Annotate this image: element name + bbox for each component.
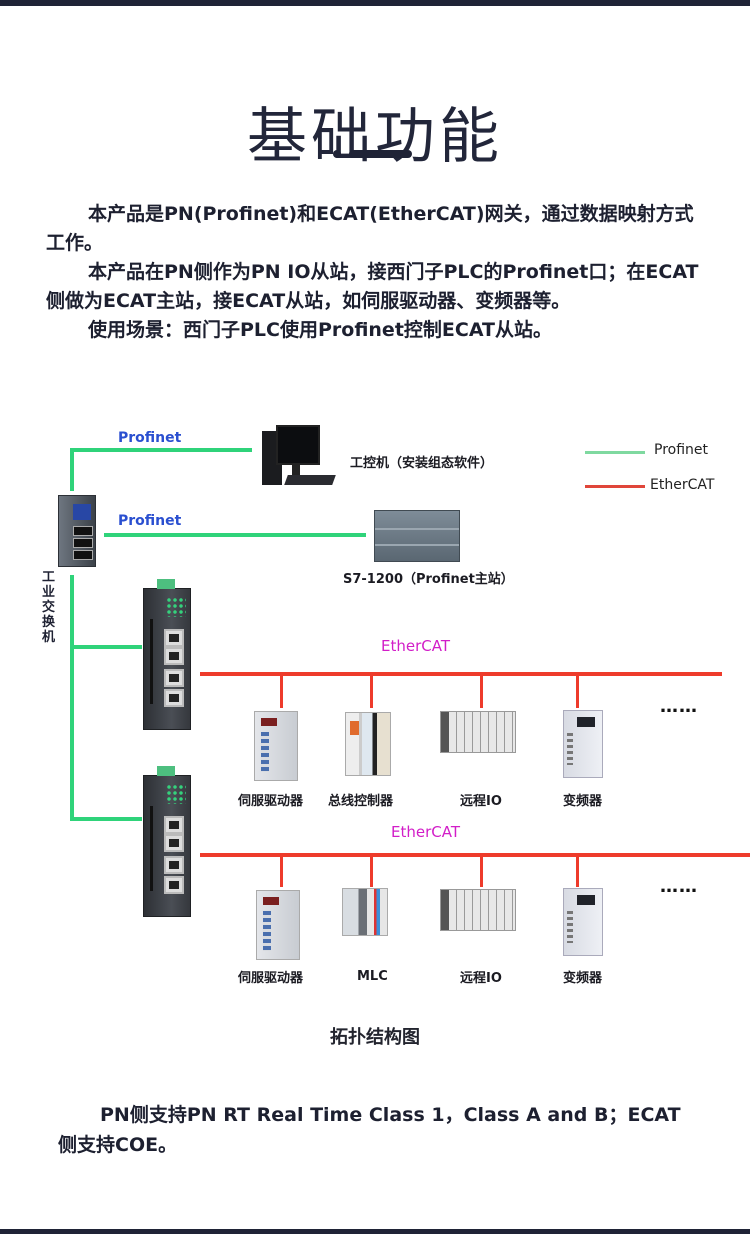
ethercat-drop-2-4 xyxy=(576,855,579,887)
title-decoration-dash xyxy=(349,150,412,158)
profinet-wire-plc xyxy=(104,533,366,537)
ethercat-drop-1-1 xyxy=(280,674,283,708)
top-border-bar xyxy=(0,0,750,6)
page-title: 基础功能 xyxy=(247,102,503,173)
remote-io-icon xyxy=(440,711,516,753)
plc-label: S7-1200（Profinet主站） xyxy=(343,572,514,587)
ethercat-drop-2-1 xyxy=(280,855,283,887)
ethercat-bus-2 xyxy=(200,853,750,857)
vfd-icon xyxy=(563,888,603,956)
intro-paragraph-1: 本产品是PN(Profinet)和ECAT(EtherCAT)网关，通过数据映射… xyxy=(46,203,694,254)
profinet-wire-pc-vertical xyxy=(70,448,74,491)
profinet-label-pc: Profinet xyxy=(118,430,182,446)
ethercat-bus-1-label: EtherCAT xyxy=(381,637,450,655)
gateway-device-2-icon xyxy=(143,766,191,917)
bus2-device-label-4: 变频器 xyxy=(563,971,603,986)
bus2-device-label-2: MLC xyxy=(357,969,388,984)
bus-controller-icon xyxy=(345,712,391,776)
ethercat-drop-1-3 xyxy=(480,674,483,708)
outro-text: PN侧支持PN RT Real Time Class 1，Class A and… xyxy=(58,1104,681,1156)
more-devices-ellipsis-1: …… xyxy=(660,696,698,717)
switch-label: 工业交换机 xyxy=(42,570,56,645)
profinet-trunk-vertical xyxy=(70,575,74,820)
bus1-device-label-2: 总线控制器 xyxy=(328,794,394,809)
legend-ethercat-label: EtherCAT xyxy=(650,477,715,493)
remote-io-icon xyxy=(440,889,516,931)
ethercat-drop-2-2 xyxy=(370,855,373,887)
intro-text: 本产品是PN(Profinet)和ECAT(EtherCAT)网关，通过数据映射… xyxy=(46,200,706,345)
profinet-label-plc: Profinet xyxy=(118,513,182,529)
servo-drive-icon xyxy=(256,890,300,960)
ethercat-bus-1 xyxy=(200,672,722,676)
pc-label: 工控机（安装组态软件） xyxy=(350,456,494,471)
bus1-device-label-3: 远程IO xyxy=(460,794,502,809)
diagram-caption: 拓扑结构图 xyxy=(330,1027,420,1048)
intro-paragraph-2: 本产品在PN侧作为PN IO从站，接西门子PLC的Profinet口；在ECAT… xyxy=(46,261,699,312)
legend-profinet-line xyxy=(585,451,645,454)
profinet-wire-gateway-2 xyxy=(70,817,142,821)
intro-paragraph-3: 使用场景：西门子PLC使用Profinet控制ECAT从站。 xyxy=(88,319,553,341)
ethercat-drop-1-4 xyxy=(576,674,579,708)
bottom-border-bar xyxy=(0,1229,750,1234)
industrial-switch-icon xyxy=(58,495,96,567)
vfd-icon xyxy=(563,710,603,778)
ethercat-bus-2-label: EtherCAT xyxy=(391,823,460,841)
legend-ethercat-line xyxy=(585,485,645,488)
mlc-controller-icon xyxy=(342,888,388,936)
bus1-device-label-4: 变频器 xyxy=(563,794,603,809)
gateway-device-1-icon xyxy=(143,579,191,730)
bus1-device-label-1: 伺服驱动器 xyxy=(238,794,304,809)
bus2-device-label-1: 伺服驱动器 xyxy=(238,971,304,986)
servo-drive-icon xyxy=(254,711,298,781)
industrial-pc-icon xyxy=(258,425,338,493)
profinet-wire-gateway-1 xyxy=(70,645,142,649)
s7-1200-plc-icon xyxy=(374,510,460,562)
ethercat-drop-1-2 xyxy=(370,674,373,708)
legend-profinet-label: Profinet xyxy=(654,442,709,458)
title-decoration-dot xyxy=(333,150,341,158)
ethercat-drop-2-3 xyxy=(480,855,483,887)
profinet-wire-pc-horizontal xyxy=(70,448,252,452)
bus2-device-label-3: 远程IO xyxy=(460,971,502,986)
more-devices-ellipsis-2: …… xyxy=(660,876,698,897)
